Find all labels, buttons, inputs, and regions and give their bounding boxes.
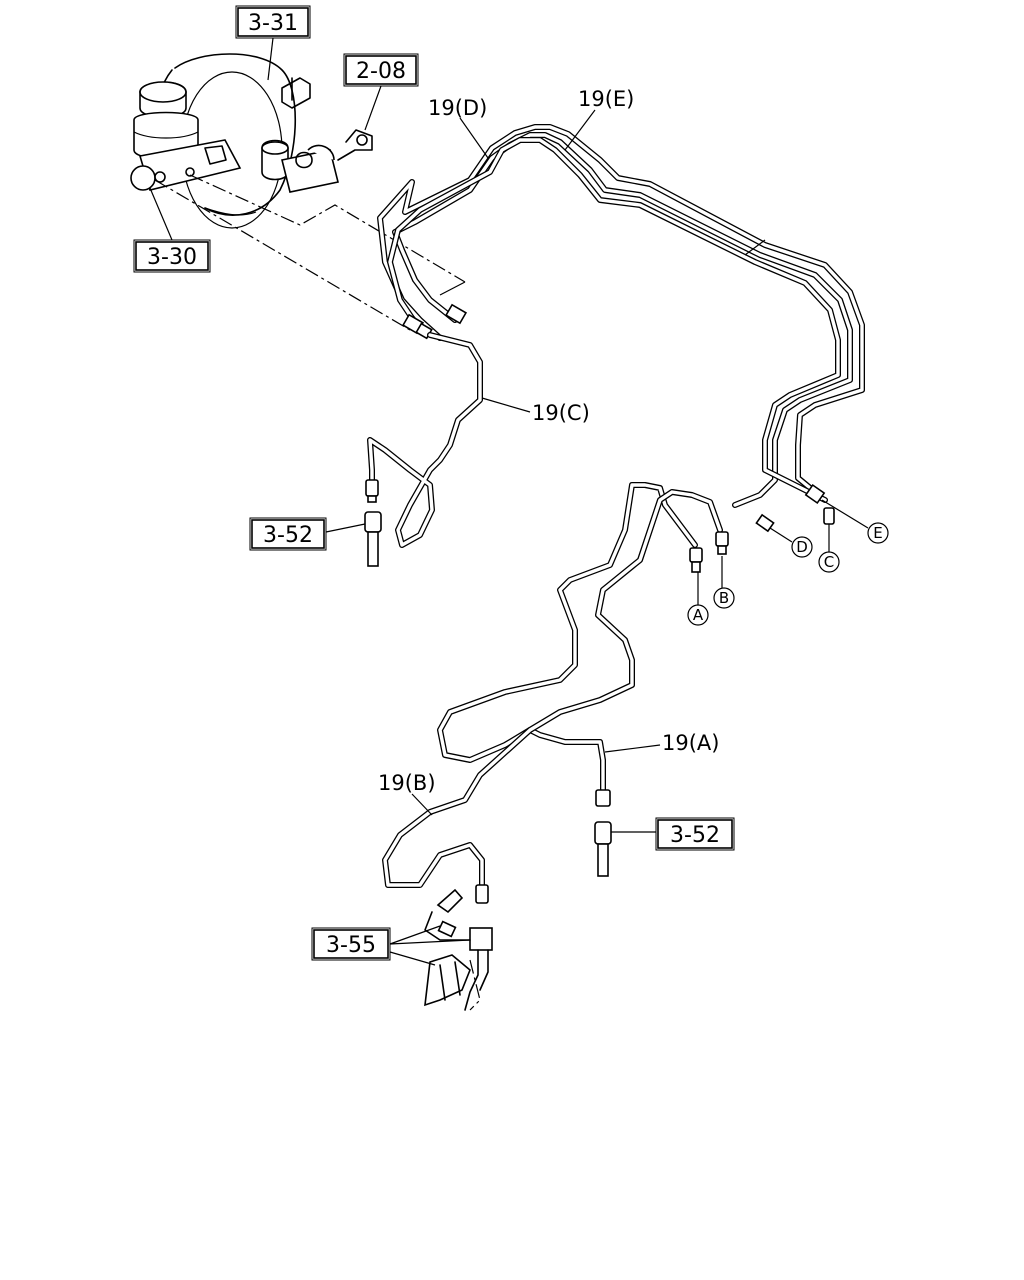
label-19-c: 19(C) [532, 401, 590, 425]
ref-label-3-52-upper: 3-52 [263, 523, 313, 548]
leader-19-d [459, 117, 489, 159]
ref-label-3-30: 3-30 [147, 245, 197, 270]
label-19-a: 19(A) [662, 731, 719, 755]
leader-19-e [564, 109, 596, 151]
connector-d-label: D [796, 538, 808, 556]
pipe-19-a [437, 482, 698, 793]
master-cylinder [130, 81, 242, 191]
ref-label-2-08: 2-08 [356, 59, 406, 84]
connector-c-label: C [824, 553, 834, 571]
connector-e-label: E [873, 524, 882, 542]
leader-19-a [604, 744, 661, 753]
connector-a-label: A [693, 606, 704, 624]
pipe-19-e [377, 124, 865, 495]
label-19-e: 19(E) [578, 87, 634, 111]
leader-19-b [411, 793, 433, 816]
flare-nut [365, 479, 379, 503]
connector-b-label: B [719, 589, 729, 607]
ref-box-3-52-lower: 3-52 [655, 817, 735, 851]
brake-hose-upper [364, 511, 382, 567]
label-19-d: 19(D) [428, 96, 487, 120]
connector-b: B [713, 556, 735, 609]
valve-hidden-line [469, 959, 481, 1011]
pipe-19-b [382, 489, 723, 888]
ref-label-3-52-lower: 3-52 [670, 823, 720, 848]
valve-bracket [424, 884, 493, 1011]
leader-3-55 [389, 925, 471, 966]
fitting-c [823, 507, 835, 525]
connector-e: E [821, 499, 889, 544]
pipe-19-d [392, 132, 853, 508]
ref-box-3-52-upper: 3-52 [249, 517, 327, 551]
ref-box-3-31: 3-31 [235, 5, 311, 39]
bundle-join [744, 239, 766, 256]
leader-2-08 [364, 85, 382, 131]
leader-3-30 [149, 187, 173, 241]
fitting-b [715, 531, 729, 555]
connector-d: D [769, 527, 813, 558]
clutch-master-cylinder [261, 129, 373, 193]
leader-3-31 [267, 37, 274, 81]
pipe-19-c [367, 332, 483, 548]
flare-nut-a [595, 789, 611, 807]
label-19-b: 19(B) [378, 771, 436, 795]
leader-19-c [481, 397, 531, 413]
fitting-e [804, 483, 826, 505]
ref-label-3-31: 3-31 [248, 11, 298, 36]
booster-stud [281, 77, 311, 109]
ref-label-3-55: 3-55 [326, 933, 376, 958]
connector-a: A [687, 572, 709, 626]
fitting-d [755, 513, 775, 533]
pipe-19-c-upper [387, 137, 841, 503]
fitting-a [689, 547, 703, 573]
ref-box-3-30: 3-30 [133, 239, 211, 273]
brake-hose-lower [594, 821, 612, 877]
ref-box-2-08: 2-08 [343, 53, 419, 87]
leader-3-52-upper [325, 523, 366, 533]
connector-c: C [818, 524, 840, 573]
ref-box-3-55: 3-55 [311, 927, 391, 961]
